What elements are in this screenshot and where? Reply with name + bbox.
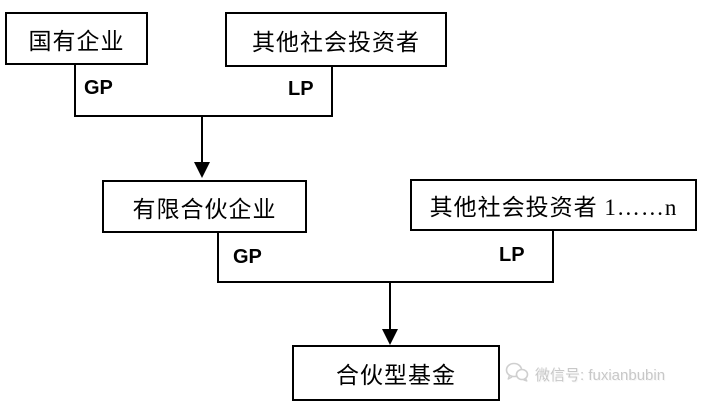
node-other-social-investors: 其他社会投资者 [225, 12, 447, 67]
node-partnership-fund: 合伙型基金 [292, 345, 500, 401]
role-label-gp: GP [84, 77, 113, 99]
connector-line [217, 281, 554, 283]
wechat-icon [505, 362, 529, 386]
node-label: 其他社会投资者 [252, 29, 420, 55]
connector-line [217, 232, 219, 283]
node-label: 合伙型基金 [336, 363, 456, 388]
node-label: 其他社会投资者 1……n [429, 195, 678, 220]
node-other-social-investors-n: 其他社会投资者 1……n [410, 179, 697, 231]
node-limited-partnership-enterprise: 有限合伙企业 [102, 180, 307, 233]
connector-line [74, 115, 333, 117]
node-label: 国有企业 [28, 28, 125, 54]
arrow-shaft [201, 117, 203, 164]
arrow-shaft [389, 283, 391, 330]
arrow-down-icon [194, 162, 210, 178]
watermark: 微信号: fuxianbubin [505, 362, 665, 386]
node-label: 有限合伙企业 [132, 196, 277, 222]
arrow-down-icon [382, 329, 398, 345]
node-state-owned-enterprise: 国有企业 [5, 12, 148, 65]
watermark-text: 微信号: fuxianbubin [535, 366, 666, 384]
connector-line [331, 66, 333, 117]
role-label-gp: GP [233, 246, 262, 268]
connector-line [552, 230, 554, 283]
role-label-lp: LP [499, 244, 525, 266]
role-label-lp: LP [288, 78, 314, 100]
connector-line [74, 64, 76, 117]
